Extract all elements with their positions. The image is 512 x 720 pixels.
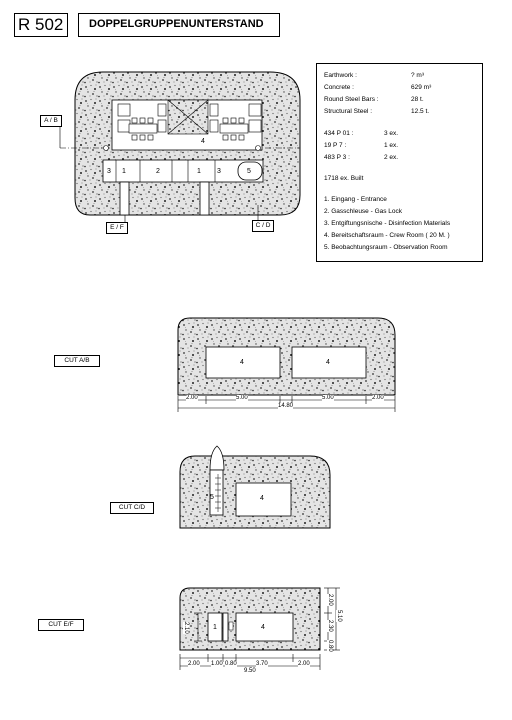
plan-room-number: 5 [247,168,251,175]
section-label-ab: CUT A/B [54,355,100,367]
legend-item: 5. Beobachtungsraum - Observation Room [324,244,448,251]
dim-value: 1.00 [211,661,223,667]
section-cd-crew-room [235,482,292,517]
cut-marker [103,145,109,151]
drawing-code: R 502 [18,15,64,34]
legend-item: 1. Eingang - Entrance [324,196,387,203]
dim-value: 14.80 [278,403,294,409]
section-cd-room-number: 4 [260,495,264,502]
fitting-value: 2 ex. [384,154,399,161]
dim-value: 2.00 [327,594,333,606]
section-label-ef: CUT E/F [38,619,84,631]
section-ab-room-left [205,346,281,379]
fitting-name: 19 P 7 : [324,142,347,149]
legend-item: 3. Entgiftungsnische - Disinfection Mate… [324,220,451,227]
plan-entrance-right [199,181,210,216]
plan-view [59,71,301,225]
section-ef-room-number: 1 [213,624,217,631]
material-name: Concrete : [324,84,354,91]
section-ab [177,317,396,412]
cut-label-ef: E / F [106,222,128,234]
fitting-name: 483 P 3 : [324,154,350,161]
fitting-value: 1 ex. [384,142,399,149]
section-cd-ladder [215,474,221,512]
dim-value: 0.80 [225,661,237,667]
section-cd [179,445,331,529]
material-value: 12.5 t. [411,108,430,115]
plan-central-wall-hatch [167,99,209,135]
section-ef-crew-room [235,612,294,642]
dim-value: 2.00 [298,661,310,667]
dim-value: 2.30 [327,620,333,632]
material-name: Round Steel Bars : [324,96,379,103]
drawing-title-box: DOPPELGRUPPENUNTERSTAND [78,13,280,37]
cut-marker [255,145,261,151]
section-ef [179,587,340,670]
cut-label-ab: A / B [40,115,62,127]
dim-value: 5.00 [236,395,248,401]
dim-value: 5.10 [336,610,342,622]
section-ab-room-number: 4 [326,359,330,366]
section-ef-entrance [207,612,223,642]
section-ef-room-number: 4 [261,624,265,631]
plan-room-number: 3 [217,168,221,175]
section-ef-door [222,612,229,642]
section-label-cd: CUT C/D [110,502,154,514]
plan-entrance-left [119,181,130,216]
plan-observation-room [237,161,263,181]
drawing-code-box: R 502 [14,13,68,37]
section-cd-observation-dome [209,445,225,471]
section-ef-vent [228,621,234,631]
section-ab-room-number: 4 [240,359,244,366]
material-value: 28 t. [411,96,424,103]
section-ab-room-right [291,346,367,379]
section-cd-shaft [209,469,224,516]
legend-item: 2. Gasschleuse - Gas Lock [324,208,403,215]
dim-value: 2.00 [372,395,384,401]
dim-value: 3.70 [256,661,268,667]
plan-lower-corridor [102,159,264,183]
fitting-value: 3 ex. [384,130,399,137]
built-count: 1718 ex. Built [324,175,364,182]
drawing-title: DOPPELGRUPPENUNTERSTAND [89,18,264,30]
dim-value: 9.50 [244,668,256,674]
dim-value: 2.10 [183,622,189,634]
cut-label-cd: C / D [252,220,274,232]
dim-value: 5.00 [322,395,334,401]
material-name: Structural Steel : [324,108,373,115]
material-value: 629 m³ [411,84,432,91]
material-name: Earthwork : [324,72,357,79]
legend-item: 4. Bereitschaftsraum - Crew Room ( 20 M.… [324,232,450,239]
dim-ticks [179,654,321,670]
info-panel: Earthwork : ? m³ Concrete : 629 m³ Round… [316,63,483,262]
fitting-name: 434 P 01 : [324,130,354,137]
bunk-group-right [209,103,262,141]
plan-room-number: 4 [201,138,205,145]
dim-value: 2.00 [186,395,198,401]
dim-value: 2.00 [188,661,200,667]
section-cd-room-number: 5 [210,494,214,501]
bunk-group-left [117,103,167,141]
plan-room-number: 2 [156,168,160,175]
plan-room-number: 3 [107,168,111,175]
dim-value: 0.80 [327,640,333,652]
dim-ticks [177,396,396,412]
material-value: ? m³ [411,72,424,79]
plan-room-number: 1 [197,168,201,175]
plan-room-number: 1 [122,168,126,175]
